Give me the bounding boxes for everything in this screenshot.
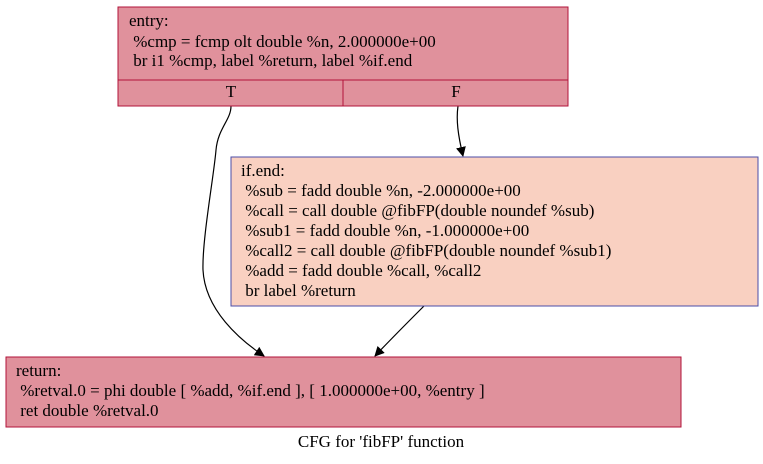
- node-return[interactable]: return: %retval.0 = phi double [ %add, %…: [5, 356, 682, 428]
- edge-ifend-to-return: [374, 305, 425, 357]
- node-return-line-1: %retval.0 = phi double [ %add, %if.end ]…: [16, 381, 485, 400]
- node-entry-line-1: %cmp = fcmp olt double %n, 2.000000e+00: [129, 32, 436, 51]
- node-return-label: return:: [16, 361, 61, 380]
- port-true-label: T: [226, 82, 237, 101]
- node-if-end[interactable]: if.end: %sub = fadd double %n, -2.000000…: [230, 156, 759, 307]
- node-entry-label: entry:: [129, 11, 169, 30]
- edge-entry-true-to-return: [202, 105, 265, 357]
- edge-entry-false-to-ifend: [456, 105, 466, 157]
- node-if-end-line-3: %sub1 = fadd double %n, -1.000000e+00: [241, 221, 529, 240]
- node-if-end-line-2: %call = call double @fibFP(double nounde…: [241, 201, 594, 220]
- port-false-label: F: [451, 82, 460, 101]
- node-if-end-line-1: %sub = fadd double %n, -2.000000e+00: [241, 181, 521, 200]
- node-return-box: [5, 356, 682, 428]
- node-return-line-2: ret double %retval.0: [16, 401, 159, 420]
- node-entry[interactable]: entry: %cmp = fcmp olt double %n, 2.0000…: [117, 6, 569, 107]
- node-if-end-label: if.end:: [241, 161, 285, 180]
- diagram-caption: CFG for 'fibFP' function: [298, 432, 465, 451]
- node-if-end-box: [230, 156, 759, 307]
- node-if-end-line-4: %call2 = call double @fibFP(double nound…: [241, 241, 611, 260]
- node-if-end-line-5: %add = fadd double %call, %call2: [241, 261, 481, 280]
- node-if-end-line-6: br label %return: [241, 281, 356, 300]
- node-entry-line-2: br i1 %cmp, label %return, label %if.end: [129, 51, 413, 70]
